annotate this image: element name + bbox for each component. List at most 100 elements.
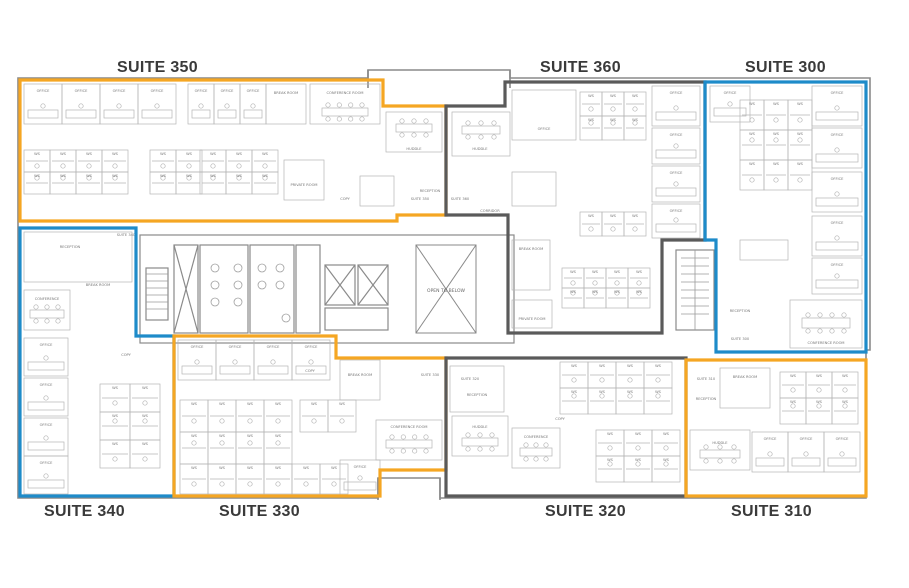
office-room — [811, 85, 863, 127]
chair — [60, 163, 66, 169]
room-label: WS — [635, 458, 642, 462]
chair — [78, 103, 84, 109]
office-room — [137, 83, 177, 125]
chair — [673, 217, 679, 223]
desk — [791, 457, 821, 467]
room-label: BREAK ROOM — [274, 91, 298, 95]
room-label: WS — [773, 102, 780, 106]
room-label: CONFERENCE ROOM — [808, 341, 845, 345]
room-label: OFFICE — [670, 91, 684, 95]
chair — [523, 456, 529, 462]
room-label: WS — [142, 386, 149, 390]
desk — [27, 441, 65, 451]
chair — [614, 290, 620, 296]
chair — [399, 132, 405, 138]
room-label: WS — [636, 270, 643, 274]
chair — [834, 147, 840, 153]
room-label: WS — [610, 214, 617, 218]
desk — [27, 361, 65, 371]
chair — [588, 106, 594, 112]
chair — [247, 481, 253, 487]
chair — [44, 304, 50, 310]
workstation — [623, 115, 647, 141]
chair — [614, 280, 620, 286]
chair — [797, 117, 803, 123]
conference-table — [29, 309, 65, 319]
desk — [191, 109, 211, 119]
room-label: WS — [773, 162, 780, 166]
chair — [348, 116, 354, 122]
room-label: WS — [614, 290, 621, 294]
chair — [607, 445, 613, 451]
office-room — [511, 89, 577, 141]
chair — [86, 175, 92, 181]
chair — [423, 448, 429, 454]
chair — [533, 456, 539, 462]
room-label: OFFICE — [800, 437, 814, 441]
chair — [43, 395, 49, 401]
chair — [348, 102, 354, 108]
chair — [655, 393, 661, 399]
room-label: WS — [588, 214, 595, 218]
chair — [627, 377, 633, 383]
chair — [610, 120, 616, 126]
room-label: WS — [112, 414, 119, 418]
chair — [636, 290, 642, 296]
chair — [749, 137, 755, 143]
suite-360-label: SUITE 360 — [540, 59, 621, 76]
chair — [790, 387, 796, 393]
chair — [400, 434, 406, 440]
chair — [816, 387, 822, 393]
chair — [523, 442, 529, 448]
chair — [359, 116, 365, 122]
chair — [40, 103, 46, 109]
room-label: WS — [635, 432, 642, 436]
workstation — [129, 439, 161, 469]
chair — [191, 481, 197, 487]
room-label: WS — [219, 402, 226, 406]
chair — [834, 105, 840, 111]
room-label: WS — [112, 442, 119, 446]
room-label: SUITE 330 — [421, 373, 440, 377]
chair — [767, 451, 773, 457]
room-label: WS — [790, 374, 797, 378]
room-label: CONFERENCE — [35, 297, 60, 301]
chair — [489, 446, 495, 452]
room-label: WS — [86, 174, 93, 178]
office-room — [651, 127, 701, 165]
chair — [411, 118, 417, 124]
room-label: HUDDLE — [472, 425, 488, 429]
room-label: WS — [655, 390, 662, 394]
huddle-room — [451, 415, 509, 457]
room-label: WS — [599, 390, 606, 394]
suite-320-label: SUITE 320 — [545, 503, 626, 520]
room-label: WS — [842, 374, 849, 378]
room-label: PRIVATE ROOM — [519, 317, 546, 321]
desk — [713, 107, 747, 117]
room-label: WS — [191, 402, 198, 406]
desk — [181, 365, 213, 375]
room-label: WS — [797, 102, 804, 106]
desk — [27, 109, 59, 119]
room-label: COPY — [340, 197, 350, 201]
room-label: OFFICE — [40, 461, 54, 465]
room-label: WS — [632, 118, 639, 122]
chair — [142, 400, 148, 406]
chair — [423, 118, 429, 124]
chair — [839, 451, 845, 457]
office-room — [651, 203, 701, 239]
room-label: WS — [614, 270, 621, 274]
chair — [275, 481, 281, 487]
chair — [186, 163, 192, 169]
chair — [160, 163, 166, 169]
reception-area — [449, 365, 505, 413]
chair — [465, 120, 471, 126]
chair — [842, 387, 848, 393]
room-label: WS — [262, 174, 269, 178]
chair — [400, 448, 406, 454]
chair — [599, 393, 605, 399]
desk — [815, 279, 859, 289]
chair — [232, 359, 238, 365]
chair — [236, 163, 242, 169]
room-label: WS — [60, 152, 67, 156]
